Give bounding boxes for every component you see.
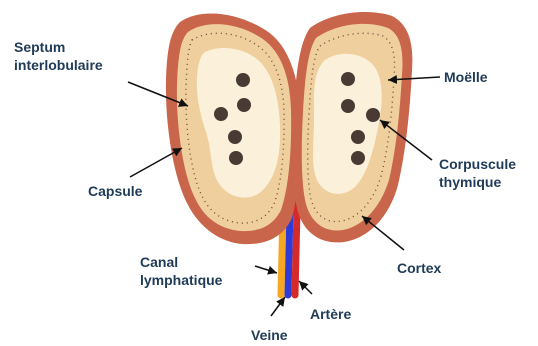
corpuscle bbox=[351, 130, 365, 144]
corpuscle bbox=[341, 99, 355, 113]
label-corpuscule: Corpuscule thymique bbox=[439, 155, 516, 191]
corpuscle bbox=[214, 107, 228, 121]
label-canal-line2: lymphatique bbox=[140, 271, 222, 289]
label-septum: Septum interlobulaire bbox=[14, 38, 103, 74]
arrow-canal bbox=[255, 266, 277, 273]
right-lobe bbox=[293, 12, 413, 242]
label-corpuscule-line1: Corpuscule bbox=[439, 155, 516, 173]
label-septum-line2: interlobulaire bbox=[14, 56, 103, 74]
arrow-cortex bbox=[362, 216, 404, 250]
corpuscle bbox=[237, 98, 251, 112]
label-moelle: Moëlle bbox=[444, 68, 488, 86]
corpuscle bbox=[228, 130, 242, 144]
label-artere: Artère bbox=[310, 305, 351, 323]
arrow-veine bbox=[271, 297, 285, 316]
corpuscle bbox=[236, 73, 250, 87]
corpuscle bbox=[341, 72, 355, 86]
label-canal: Canal lymphatique bbox=[140, 253, 222, 289]
label-cortex: Cortex bbox=[397, 259, 441, 277]
corpuscle bbox=[229, 151, 243, 165]
left-lobe bbox=[166, 13, 301, 244]
label-septum-line1: Septum bbox=[14, 38, 103, 56]
label-capsule: Capsule bbox=[88, 182, 142, 200]
arrow-artere bbox=[299, 281, 312, 294]
corpuscle bbox=[351, 151, 365, 165]
corpuscle bbox=[366, 108, 380, 122]
label-canal-line1: Canal bbox=[140, 253, 222, 271]
label-veine: Veine bbox=[251, 326, 288, 344]
label-corpuscule-line2: thymique bbox=[439, 173, 516, 191]
